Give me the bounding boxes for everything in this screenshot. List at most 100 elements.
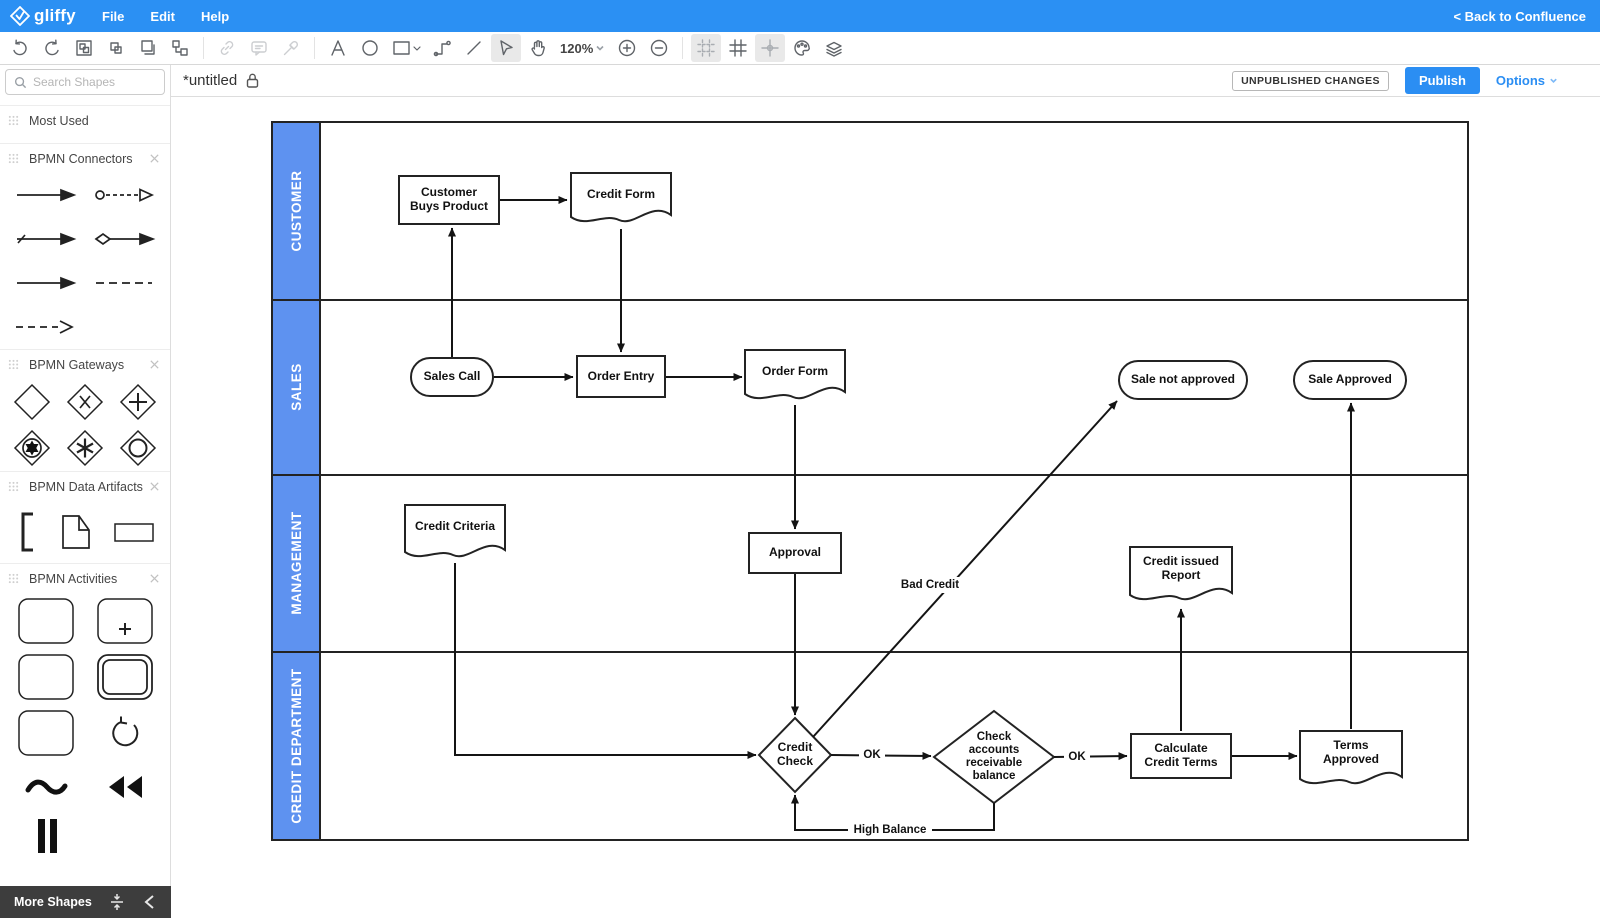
shape-loop-marker[interactable] [93,707,157,759]
node-sale-approved[interactable]: Sale Approved [1293,360,1407,400]
menu-help[interactable]: Help [200,8,230,24]
title-bar: *untitled UNPUBLISHED CHANGES Publish Op… [171,65,1600,97]
group-button[interactable] [69,34,99,62]
shape-gateway-exclusive[interactable] [12,382,52,422]
text-tool-button[interactable] [323,34,353,62]
node-sale-not-approved[interactable]: Sale not approved [1118,360,1248,400]
node-order-entry[interactable]: Order Entry [576,355,666,398]
node-credit-criteria[interactable] [404,504,506,558]
more-shapes-bar[interactable]: More Shapes [0,886,171,918]
gliffy-logo[interactable]: gliffy [0,6,90,26]
shape-gateway-complex-filled[interactable] [12,428,52,468]
redo-button[interactable] [37,34,67,62]
send-backward-button[interactable] [165,34,195,62]
shape-association-connector[interactable] [94,274,156,292]
shape-default-flow-connector[interactable] [15,230,77,248]
ellipse-tool-button[interactable] [355,34,385,62]
shape-compensation-rewind[interactable] [93,761,157,813]
link-button[interactable] [212,34,242,62]
node-order-form[interactable] [744,349,846,400]
node-approval[interactable]: Approval [748,532,842,574]
close-section-icon[interactable] [149,573,160,584]
shape-subprocess-plus[interactable] [93,595,157,647]
zoom-out-icon [651,39,668,57]
drag-handle-icon [8,481,19,492]
sidebar-section-bpmn-connectors[interactable]: BPMN Connectors [0,143,170,173]
shape-group-bracket[interactable] [13,510,39,554]
line-tool-button[interactable] [459,34,489,62]
menu-edit[interactable]: Edit [150,8,175,24]
shape-directed-association-connector[interactable] [14,318,76,336]
shape-task-plain2[interactable] [14,707,78,759]
publish-button[interactable]: Publish [1404,67,1480,94]
top-bar: gliffy File Edit Help < Back to Confluen… [0,0,1600,32]
swimlane-pool[interactable] [271,121,1469,841]
drawing-guides-button[interactable] [755,34,786,62]
shape-data-object[interactable] [53,510,97,554]
node-credit-issued-report[interactable] [1129,546,1233,601]
snap-to-grid-button[interactable] [691,34,722,62]
comment-button[interactable] [244,34,274,62]
shape-conditional-flow-connector[interactable] [94,230,156,248]
edge-criteria-to-creditcheck[interactable] [454,563,757,759]
diagram-canvas[interactable]: CUSTOMER SALES MANAGEMENT CREDIT DEPARTM… [171,97,1600,900]
eyedropper-button[interactable] [276,34,306,62]
group-icon [76,40,92,56]
shape-text-annotation-rect[interactable] [111,510,157,554]
node-calculate-credit-terms[interactable]: Calculate Credit Terms [1130,733,1232,779]
edge-badcredit-diagonal[interactable] [812,400,1118,738]
edge-creditcheck-ok[interactable] [830,751,932,760]
search-icon [14,76,27,88]
shape-message-flow-connector[interactable] [94,186,156,204]
bring-forward-button[interactable] [133,34,163,62]
node-credit-form[interactable] [570,172,672,223]
node-sales-call[interactable]: Sales Call [410,357,494,397]
connector-tool-button[interactable] [427,34,457,62]
sidebar-section-bpmn-gateways[interactable]: BPMN Gateways [0,349,170,379]
shape-parallel-marker-pause[interactable] [14,815,78,853]
ungroup-button[interactable] [101,34,131,62]
undo-button[interactable] [5,34,35,62]
pan-tool-button[interactable] [523,34,553,62]
back-to-confluence-link[interactable]: < Back to Confluence [1453,8,1586,24]
shape-gateway-inclusive-star[interactable] [65,428,105,468]
node-customer-buys-product[interactable]: Customer Buys Product [398,175,500,225]
menu-file[interactable]: File [102,8,125,24]
sidebar-section-bpmn-data-artifacts[interactable]: BPMN Data Artifacts [0,471,170,501]
document-title[interactable]: *untitled [183,72,238,89]
collapse-sections-icon[interactable] [107,892,127,912]
sidebar-section-most-used[interactable]: Most Used [0,105,170,135]
drag-handle-icon [8,115,19,126]
snap-grid-icon [697,39,715,57]
zoom-level-dropdown[interactable]: 120% [560,41,605,56]
edge-checkaccounts-ok[interactable] [1053,752,1128,761]
grid-button[interactable] [723,34,753,62]
shape-task-plain[interactable] [14,651,78,703]
sidebar-section-bpmn-activities[interactable]: BPMN Activities [0,563,170,593]
theme-button[interactable] [787,34,817,62]
layers-button[interactable] [819,34,849,62]
zoom-out-button[interactable] [644,34,674,62]
unpublished-changes-badge: UNPUBLISHED CHANGES [1232,70,1389,91]
shape-task[interactable] [14,595,78,647]
shape-ad-hoc-tilde[interactable] [14,761,78,813]
shape-solid-arrow-connector[interactable] [15,186,77,204]
zoom-in-button[interactable] [612,34,642,62]
shape-sequence-flow-connector[interactable] [15,274,77,292]
drag-handle-icon [8,573,19,584]
close-section-icon[interactable] [149,153,160,164]
shape-gateway-event-based[interactable] [118,428,158,468]
close-section-icon[interactable] [149,481,160,492]
close-section-icon[interactable] [149,359,160,370]
shape-transaction-double-border[interactable] [93,651,157,703]
shape-gateway-exclusive-x[interactable] [65,382,105,422]
options-dropdown[interactable]: Options [1496,73,1558,88]
node-terms-approved[interactable] [1299,730,1403,785]
collapse-panel-chevron-icon[interactable] [141,892,159,912]
shape-gateway-parallel[interactable] [118,382,158,422]
select-tool-button[interactable] [491,34,521,62]
search-input[interactable] [33,75,153,89]
shape-tool-button[interactable] [387,34,425,62]
send-backward-icon [172,40,188,56]
logo-text: gliffy [34,6,76,25]
